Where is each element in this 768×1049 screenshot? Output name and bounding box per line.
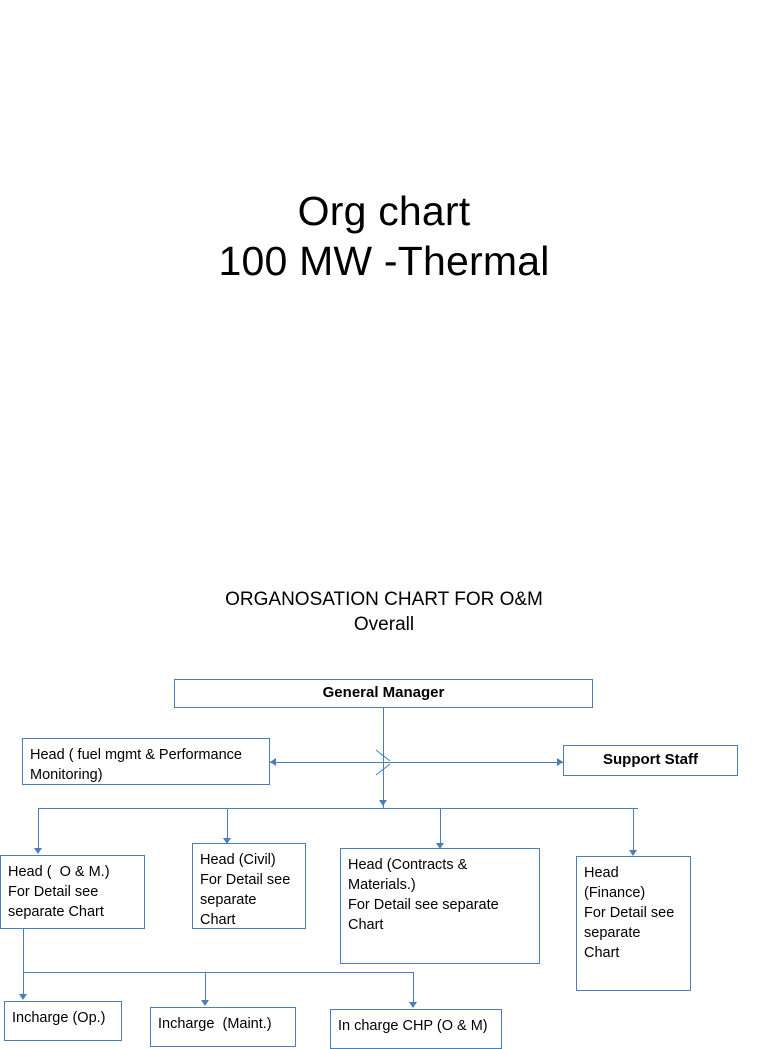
chart-heading-line-1: ORGANOSATION CHART FOR O&M [225, 589, 543, 610]
connector-drop-head-om [38, 808, 39, 850]
node-head-finance[interactable]: Head (Finance) For Detail see separate C… [576, 856, 691, 991]
title-line-1: Org chart [297, 188, 471, 234]
connector-arrow-to-fuel [270, 758, 276, 766]
node-head-contracts-materials[interactable]: Head (Contracts & Materials.) For Detail… [340, 848, 540, 964]
node-head-finance-line-5: Chart [584, 945, 620, 961]
node-head-contracts-line-4: Chart [348, 917, 384, 933]
node-head-finance-line-2: (Finance) [584, 885, 646, 901]
node-support-staff[interactable]: Support Staff [563, 745, 738, 776]
node-head-finance-line-4: separate [584, 925, 641, 941]
connector-drop-incharge-chp [413, 972, 414, 1004]
node-head-civil-line-2: For Detail see [200, 872, 291, 888]
connector-gm-down [383, 708, 384, 808]
page-title: Org chart 100 MW -Thermal [0, 186, 768, 286]
connector-om-down [23, 929, 24, 972]
connector-arrow-head-om [34, 848, 42, 854]
node-head-civil-line-3: separate [200, 892, 257, 908]
node-head-contracts-line-1: Head (Contracts & [348, 857, 468, 873]
connector-drop-head-contracts [440, 808, 441, 845]
node-general-manager[interactable]: General Manager [174, 679, 593, 708]
node-incharge-maint[interactable]: Incharge (Maint.) [150, 1007, 296, 1047]
connector-drop-incharge-op [23, 972, 24, 996]
connector-drop-head-finance [633, 808, 634, 852]
node-head-om-line-1: Head ( O & M.) [8, 864, 110, 880]
connector-arrow-head-finance [629, 850, 637, 856]
node-head-fuel-mgmt-line-2: Monitoring) [30, 767, 103, 783]
connector-arrow-to-support [557, 758, 563, 766]
node-head-contracts-line-3: For Detail see separate [348, 897, 499, 913]
node-incharge-op-label: Incharge (Op.) [12, 1010, 106, 1026]
node-head-fuel-mgmt-line-1: Head ( fuel mgmt & Performance [30, 747, 242, 763]
node-head-civil-line-1: Head (Civil) [200, 852, 276, 868]
node-head-civil[interactable]: Head (Civil) For Detail see separate Cha… [192, 843, 306, 929]
node-general-manager-label: General Manager [322, 684, 445, 702]
node-head-civil-line-4: Chart [200, 912, 236, 928]
node-incharge-maint-label: Incharge (Maint.) [158, 1016, 272, 1032]
connector-om-sub-bus [23, 972, 413, 973]
connector-main-bus [38, 808, 638, 809]
node-incharge-chp-label: In charge CHP (O & M) [338, 1018, 488, 1034]
chart-heading: ORGANOSATION CHART FOR O&M Overall [0, 588, 768, 637]
connector-drop-incharge-maint [205, 972, 206, 1002]
node-head-fuel-mgmt[interactable]: Head ( fuel mgmt & Performance Monitorin… [22, 738, 270, 785]
node-support-staff-label: Support Staff [603, 751, 698, 769]
node-head-om[interactable]: Head ( O & M.) For Detail see separate C… [0, 855, 145, 929]
node-incharge-chp[interactable]: In charge CHP (O & M) [330, 1009, 502, 1049]
node-head-om-line-3: separate Chart [8, 904, 104, 920]
connector-arrow-incharge-op [19, 994, 27, 1000]
connector-arrow-head-contracts [436, 843, 444, 849]
connector-arrow-gm-bus [379, 800, 387, 806]
node-incharge-op[interactable]: Incharge (Op.) [4, 1001, 122, 1041]
title-line-2: 100 MW -Thermal [218, 238, 550, 285]
chart-heading-line-2: Overall [353, 613, 415, 635]
connector-arrow-incharge-maint [201, 1000, 209, 1006]
node-head-finance-line-1: Head [584, 865, 619, 881]
node-head-contracts-line-2: Materials.) [348, 877, 416, 893]
connector-arrow-head-civil [223, 838, 231, 844]
node-head-finance-line-3: For Detail see [584, 905, 675, 921]
connector-arrow-incharge-chp [409, 1002, 417, 1008]
connector-fuel-support-horizontal [270, 762, 563, 763]
connector-drop-head-civil [227, 808, 228, 840]
node-head-om-line-2: For Detail see [8, 884, 99, 900]
